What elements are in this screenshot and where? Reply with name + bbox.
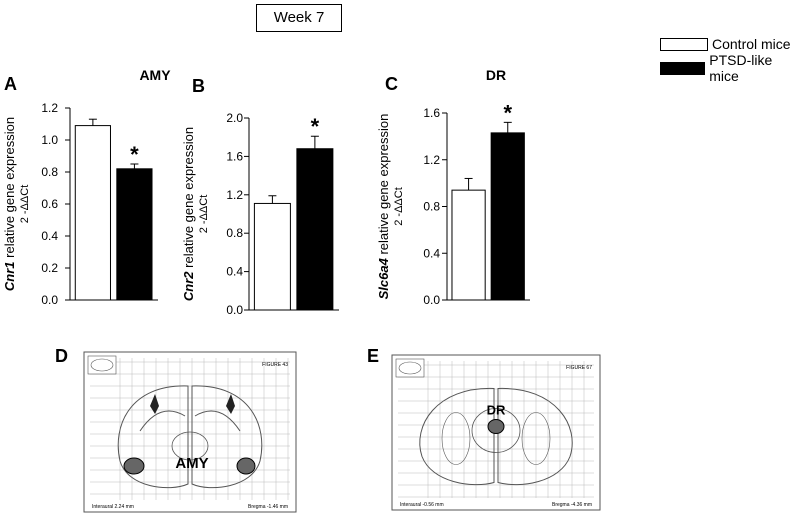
y-axis-label-text: relative gene expression [376,114,391,259]
legend: Control mice PTSD-like mice [660,34,800,84]
chart-title: DR [486,67,506,83]
atlas-interaural-label: Interaural 2.24 mm [92,504,134,510]
y-axis-label: Cnr2 relative gene expression [181,127,196,301]
atlas-inset-brain [90,358,114,372]
atlas-bregma-label: Bregma -1.46 mm [248,504,288,510]
atlas-region-label: AMY [175,455,208,472]
atlas-structure [139,410,186,432]
bar-control [451,189,486,301]
y-axis-label-gene: Cnr2 [181,271,196,301]
atlas-panel-d: D FIGURE 43 AMY Interaural 2.24 mm Bregma -1… [55,346,297,513]
atlas-roi-right [236,457,256,475]
atlas-structure [471,408,521,453]
y-tick-label: 0.4 [226,265,243,279]
y-tick-label: 0.4 [41,229,58,243]
week-label-box: Week 7 [256,4,342,32]
legend-swatch-ptsd [660,61,706,75]
y-tick-label: 1.6 [226,149,243,163]
y-axis-label: Cnr1 relative gene expression [2,117,17,291]
y-axis-label-text: relative gene expression [181,127,196,272]
legend-swatch-control [660,37,708,51]
bar-ptsd [490,132,525,301]
panel-letter: D [55,346,68,366]
atlas-roi-center [487,419,505,434]
legend-item-ptsd: PTSD-like mice [660,52,800,84]
atlas-hemisphere-left [117,385,189,489]
y-tick-label: 1.2 [41,101,58,115]
atlas-figure-label: FIGURE 67 [566,365,592,371]
bar-control [74,125,111,301]
atlas-region-label: DR [487,403,506,418]
atlas-structure [441,412,471,465]
atlas-interaural-label: Interaural -0.56 mm [400,502,444,508]
y-axis-label-formula: 2 -ΔΔCt [19,185,31,224]
y-tick-label: 0.8 [423,200,440,214]
bar-ptsd [296,148,334,311]
panel-letter: C [385,74,398,94]
y-tick-label: 0.0 [423,293,440,307]
atlas-thalamus [171,431,209,461]
y-axis-label-gene: Slc6a4 [376,257,391,299]
y-tick-label: 2.0 [226,111,243,125]
legend-item-control: Control mice [660,34,800,54]
significance-marker: * [503,100,512,125]
y-tick-label: 1.2 [423,153,440,167]
y-axis-label-gene: Cnr1 [2,261,17,291]
week-label: Week 7 [273,9,325,26]
atlas-ventricle [150,394,159,414]
atlas-ventricle [226,394,235,414]
atlas-structure [521,412,551,465]
y-tick-label: 0.6 [41,197,58,211]
legend-label-control: Control mice [712,36,791,52]
panel-letter: B [192,76,205,96]
legend-label-ptsd: PTSD-like mice [709,52,773,84]
atlas-bregma-label: Bregma -4.36 mm [552,502,592,508]
y-axis-label-formula: 2 -ΔΔCt [393,187,405,226]
panel-letter: E [367,346,379,366]
atlas-inset-brain [398,361,422,375]
significance-marker: * [311,114,320,139]
y-axis-label-formula: 2 -ΔΔCt [198,195,210,234]
y-tick-label: 1.2 [226,188,243,202]
chart-title: AMY [139,67,171,83]
y-tick-label: 0.0 [226,303,243,317]
atlas-hemisphere-left [419,387,495,486]
y-axis-label-text: relative gene expression [2,117,17,262]
y-tick-label: 0.0 [41,293,58,307]
y-tick-label: 0.2 [41,261,58,275]
atlas-hemisphere-right [191,385,263,489]
y-tick-label: 1.6 [423,106,440,120]
y-axis-label: Slc6a4 relative gene expression [376,114,391,300]
y-tick-label: 0.8 [226,226,243,240]
atlas-structure [194,410,241,432]
atlas-hemisphere-right [497,387,573,486]
y-tick-label: 0.8 [41,165,58,179]
bar-control [253,202,291,311]
atlas-panel-e: E FIGURE 67 DR Interaural -0.56 mm Bregma -4… [367,346,601,511]
y-tick-label: 0.4 [423,246,440,260]
atlas-figure-label: FIGURE 43 [262,362,288,368]
y-tick-label: 1.0 [41,133,58,147]
atlas-roi-left [123,457,145,475]
significance-marker: * [130,142,139,167]
bar-ptsd [116,168,153,301]
panel-letter: A [4,74,17,94]
